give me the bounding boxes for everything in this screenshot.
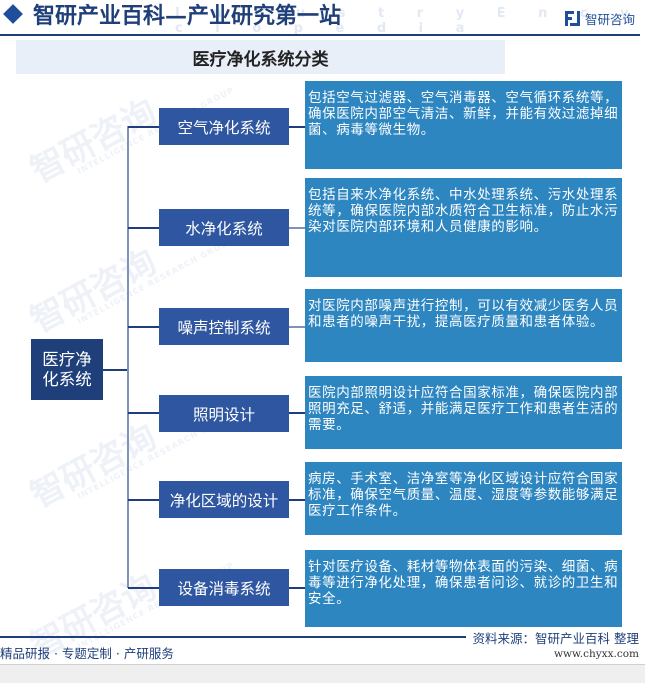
footer-tagline: 精品研报 · 专题定制 · 产研服务: [0, 646, 174, 661]
root-connector: [103, 369, 128, 371]
logo-text: 智研咨询: [584, 11, 635, 27]
desc-connector-5: [289, 499, 305, 501]
desc-water-purification: 包括自来水净化系统、中水处理系统、污水处理系统等，确保医院内部水质符合卫生标准，…: [305, 178, 622, 277]
connector-1: [128, 126, 159, 128]
desc-noise-control: 对医院内部噪声进行控制，可以有效减少医务人员和患者的噪声干扰，提高医疗质量和患者…: [305, 289, 622, 362]
footer-divider: [0, 636, 466, 638]
connector-3: [128, 326, 159, 328]
desc-connector-4: [289, 412, 305, 414]
desc-equipment-disinfection: 针对医疗设备、耗材等物体表面的污染、细菌、病毒等进行净化处理，确保患者问诊、就诊…: [305, 550, 622, 627]
branch-noise-control: 噪声控制系统: [159, 308, 289, 345]
connector-5: [128, 499, 159, 501]
header-ghost-text: I n d u s t r y E n c y c l o p e d i a: [175, 6, 643, 36]
header-divider: [0, 34, 640, 36]
desc-connector-1: [289, 126, 305, 128]
footer-source: 资料来源：智研产业百科 整理: [472, 631, 639, 646]
connector-4: [128, 412, 159, 414]
diamond-icon: [3, 4, 23, 24]
logo-mark-icon: [564, 10, 580, 26]
header-title: 智研产业百科—产业研究第一站: [33, 3, 342, 29]
branch-clean-area-design: 净化区域的设计: [159, 481, 289, 518]
desc-clean-area-design: 病房、手术室、洁净室等净化区域设计应符合国家标准，确保空气质量、温度、湿度等参数…: [305, 462, 622, 535]
branch-lighting-design: 照明设计: [159, 395, 289, 432]
branch-equipment-disinfection: 设备消毒系统: [159, 569, 289, 606]
trunk-line: [127, 126, 129, 588]
footer-band: [0, 664, 645, 683]
desc-lighting-design: 医院内部照明设计应符合国家标准，确保医院内部照明充足、舒适，并能满足医疗工作和患…: [305, 376, 622, 449]
diagram-title: 医疗净化系统分类: [16, 40, 505, 74]
root-node: 医疗净化系统: [31, 339, 103, 400]
footer-url[interactable]: www.chyxx.com: [554, 648, 639, 660]
brand-logo: 智研咨询: [564, 9, 635, 27]
desc-connector-3: [289, 326, 305, 328]
connector-6: [128, 587, 159, 589]
connector-2: [128, 227, 159, 229]
branch-water-purification: 水净化系统: [159, 209, 289, 246]
branch-air-purification: 空气净化系统: [159, 108, 289, 145]
desc-connector-2: [289, 227, 305, 229]
desc-connector-6: [289, 587, 305, 589]
desc-air-purification: 包括空气过滤器、空气消毒器、空气循环系统等，确保医院内部空气清洁、新鲜，并能有效…: [305, 81, 622, 169]
